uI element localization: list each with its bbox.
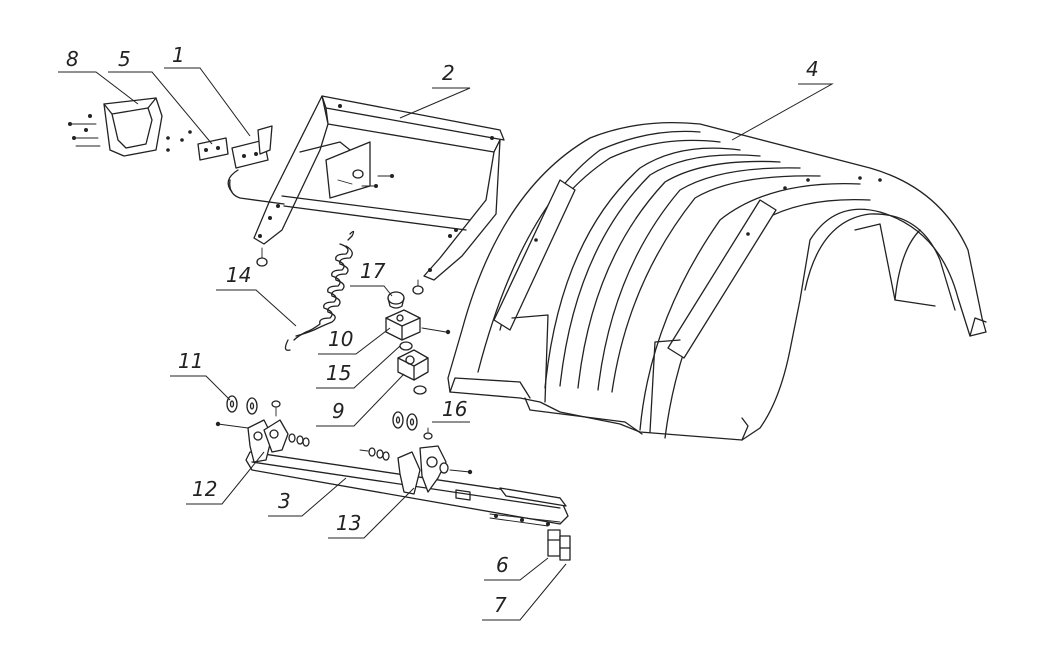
part-2-frame [227,95,505,295]
part-8-light-housing [68,97,163,157]
part-14-spring [284,230,355,351]
callout-8: 8 [66,47,79,71]
part-9-clamp-lower [397,349,429,395]
callout-17: 17 [360,259,386,283]
callout-11: 11 [178,349,203,373]
callout-13: 13 [336,511,361,535]
callout-16: 16 [442,397,467,421]
callout-6: 6 [496,553,509,577]
leader-lines [58,67,834,621]
part-17-cap [387,291,405,309]
callout-9: 9 [332,399,345,423]
part-6-connector [547,529,561,557]
callout-12: 12 [192,477,217,501]
callout-2: 2 [442,61,455,85]
part-7-plug [559,535,571,561]
callout-5: 5 [118,47,131,71]
callout-7: 7 [494,593,507,617]
callout-labels: 8 5 1 2 4 14 17 10 15 9 11 16 12 3 13 6 … [66,43,819,617]
callout-1: 1 [172,43,185,67]
callout-3: 3 [278,489,291,513]
part-13-pivot-bracket [359,445,473,495]
callout-14: 14 [226,263,251,287]
part-1-light-bracket [231,125,273,169]
part-10-clamp-upper [385,309,451,341]
callout-4: 4 [806,57,819,81]
callout-15: 15 [326,361,351,385]
part-16-washers [392,411,433,440]
part-15-bushing [399,341,413,351]
callout-10: 10 [328,327,353,351]
spring-coils [293,243,353,341]
part-12-pivot-bracket [215,400,310,463]
part-4-fender [447,122,987,441]
part-5-light-plate [166,130,229,161]
part-11-washers [226,395,258,415]
